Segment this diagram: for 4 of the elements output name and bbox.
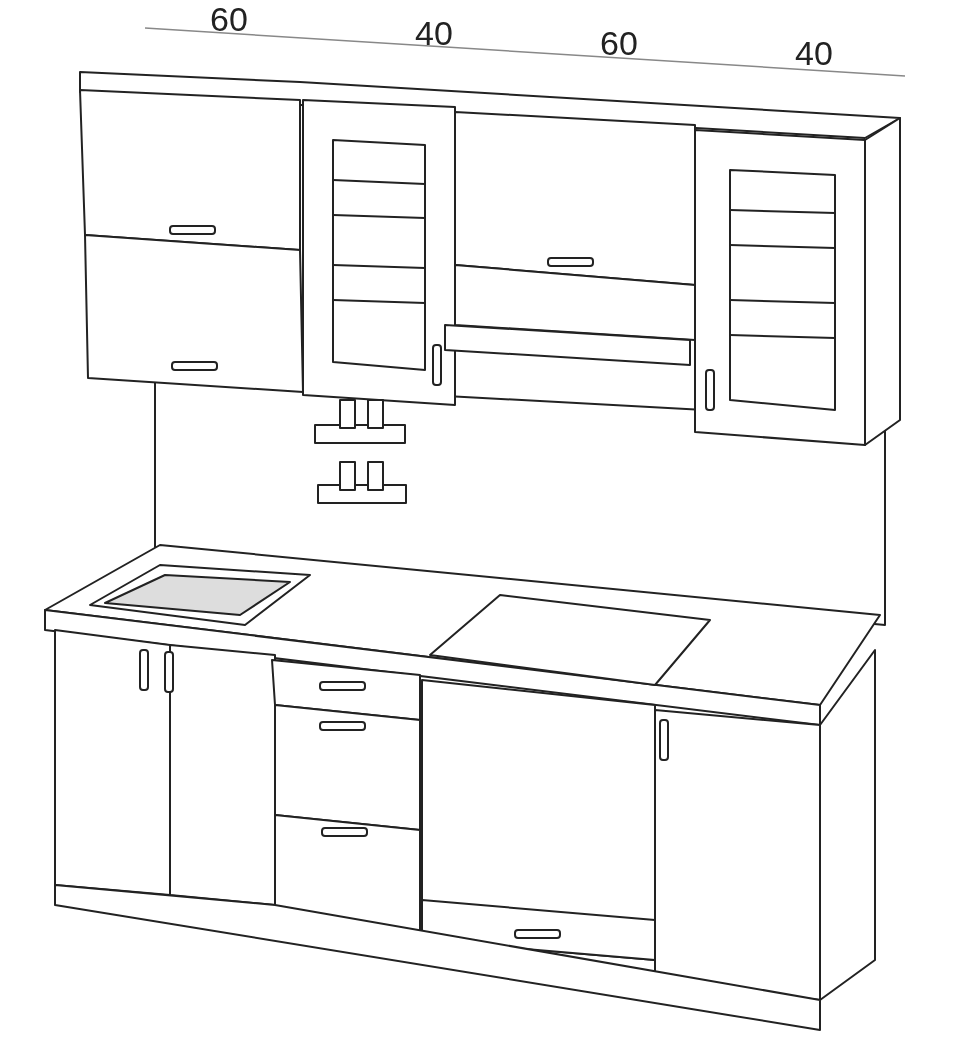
dimension-label: 40 (795, 34, 833, 73)
dimension-label: 60 (210, 0, 248, 39)
dimension-label: 60 (600, 24, 638, 63)
dimension-label: 40 (415, 14, 453, 53)
